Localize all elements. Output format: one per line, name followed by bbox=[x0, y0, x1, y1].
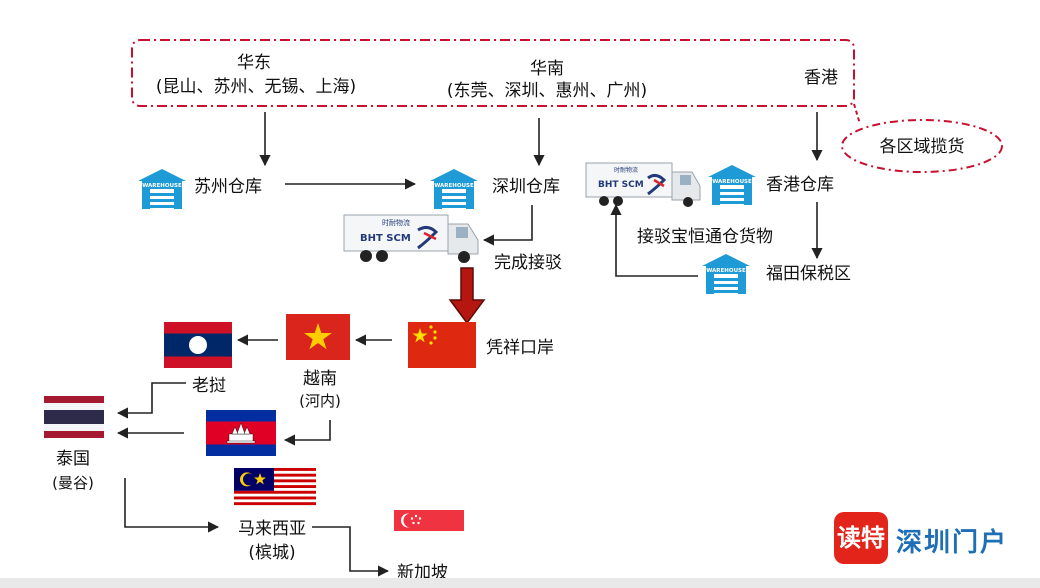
region-east-cities: (昆山、苏州、无锡、上海) bbox=[155, 77, 357, 97]
big-arrow-to-border bbox=[448, 267, 486, 325]
warehouse-suzhou-label: 苏州仓库 bbox=[194, 177, 262, 197]
watermark-text: 深圳门户 bbox=[896, 528, 1009, 558]
svg-text:时耐物流: 时耐物流 bbox=[614, 166, 638, 174]
collection-region-box bbox=[131, 39, 855, 107]
warehouse-futian-label: 福田保税区 bbox=[766, 264, 851, 284]
arrow-shenzhen-to-truck bbox=[482, 205, 533, 246]
malaysia-name: 马来西亚 bbox=[238, 519, 306, 539]
watermark-logo: 读特 深圳门户 bbox=[834, 512, 1024, 564]
arrow-laos-to-thailand bbox=[116, 382, 186, 419]
warehouse-icon: WAREHOUSE bbox=[706, 163, 758, 207]
warehouse-shenzhen-label: 深圳仓库 bbox=[492, 177, 560, 197]
border-port-label: 凭祥口岸 bbox=[486, 338, 554, 358]
singapore-flag-icon bbox=[394, 510, 464, 556]
malaysia-city: (槟城) bbox=[248, 543, 296, 563]
cambodia-flag-icon bbox=[206, 410, 276, 460]
transfer-done-label: 完成接驳 bbox=[494, 253, 562, 273]
thailand-flag-icon bbox=[44, 396, 104, 442]
region-east-name: 华东 bbox=[237, 53, 271, 73]
region-hk-name: 香港 bbox=[804, 68, 838, 88]
svg-text:BHT SCM: BHT SCM bbox=[598, 180, 644, 190]
arrow-thailand-to-malaysia bbox=[124, 478, 220, 533]
vietnam-city: (河内) bbox=[299, 392, 341, 410]
laos-name: 老挝 bbox=[192, 376, 226, 396]
bottom-bar bbox=[0, 578, 1040, 588]
truck-icon: 时耐物流 BHT SCM bbox=[342, 212, 482, 268]
transfer-bao-label: 接驳宝恒通仓货物 bbox=[637, 227, 773, 247]
warehouse-icon: WAREHOUSE bbox=[428, 167, 480, 211]
svg-text:WAREHOUSE: WAREHOUSE bbox=[712, 179, 752, 185]
laos-flag-icon bbox=[164, 322, 232, 372]
truck-icon: 时耐物流 BHT SCM bbox=[584, 160, 704, 214]
svg-text:BHT SCM: BHT SCM bbox=[360, 233, 411, 244]
watermark-badge: 读特 bbox=[834, 512, 888, 564]
callout-ellipse bbox=[841, 119, 1003, 173]
callout-label: 各区域揽货 bbox=[879, 137, 965, 157]
arrow-futian-to-truck bbox=[610, 203, 698, 277]
region-south-name: 华南 bbox=[530, 59, 564, 79]
vietnam-flag-icon bbox=[286, 314, 350, 364]
warehouse-hongkong-label: 香港仓库 bbox=[766, 175, 834, 195]
warehouse-icon: WAREHOUSE bbox=[700, 252, 752, 296]
thailand-city: (曼谷) bbox=[52, 474, 94, 492]
vietnam-name: 越南 bbox=[303, 369, 337, 389]
region-south-cities: (东莞、深圳、惠州、广州) bbox=[446, 81, 648, 101]
warehouse-icon: WAREHOUSE bbox=[136, 167, 188, 211]
malaysia-flag-icon bbox=[234, 468, 316, 512]
svg-text:WAREHOUSE: WAREHOUSE bbox=[706, 268, 746, 274]
svg-text:WAREHOUSE: WAREHOUSE bbox=[142, 183, 182, 189]
arrow-vietnam-to-cambodia bbox=[283, 420, 331, 446]
callout-connector bbox=[853, 103, 861, 125]
svg-text:WAREHOUSE: WAREHOUSE bbox=[434, 183, 474, 189]
arrow-malaysia-to-singapore bbox=[312, 526, 390, 577]
thailand-name: 泰国 bbox=[56, 449, 90, 469]
china-flag-icon bbox=[408, 322, 476, 372]
svg-text:时耐物流: 时耐物流 bbox=[382, 218, 410, 227]
